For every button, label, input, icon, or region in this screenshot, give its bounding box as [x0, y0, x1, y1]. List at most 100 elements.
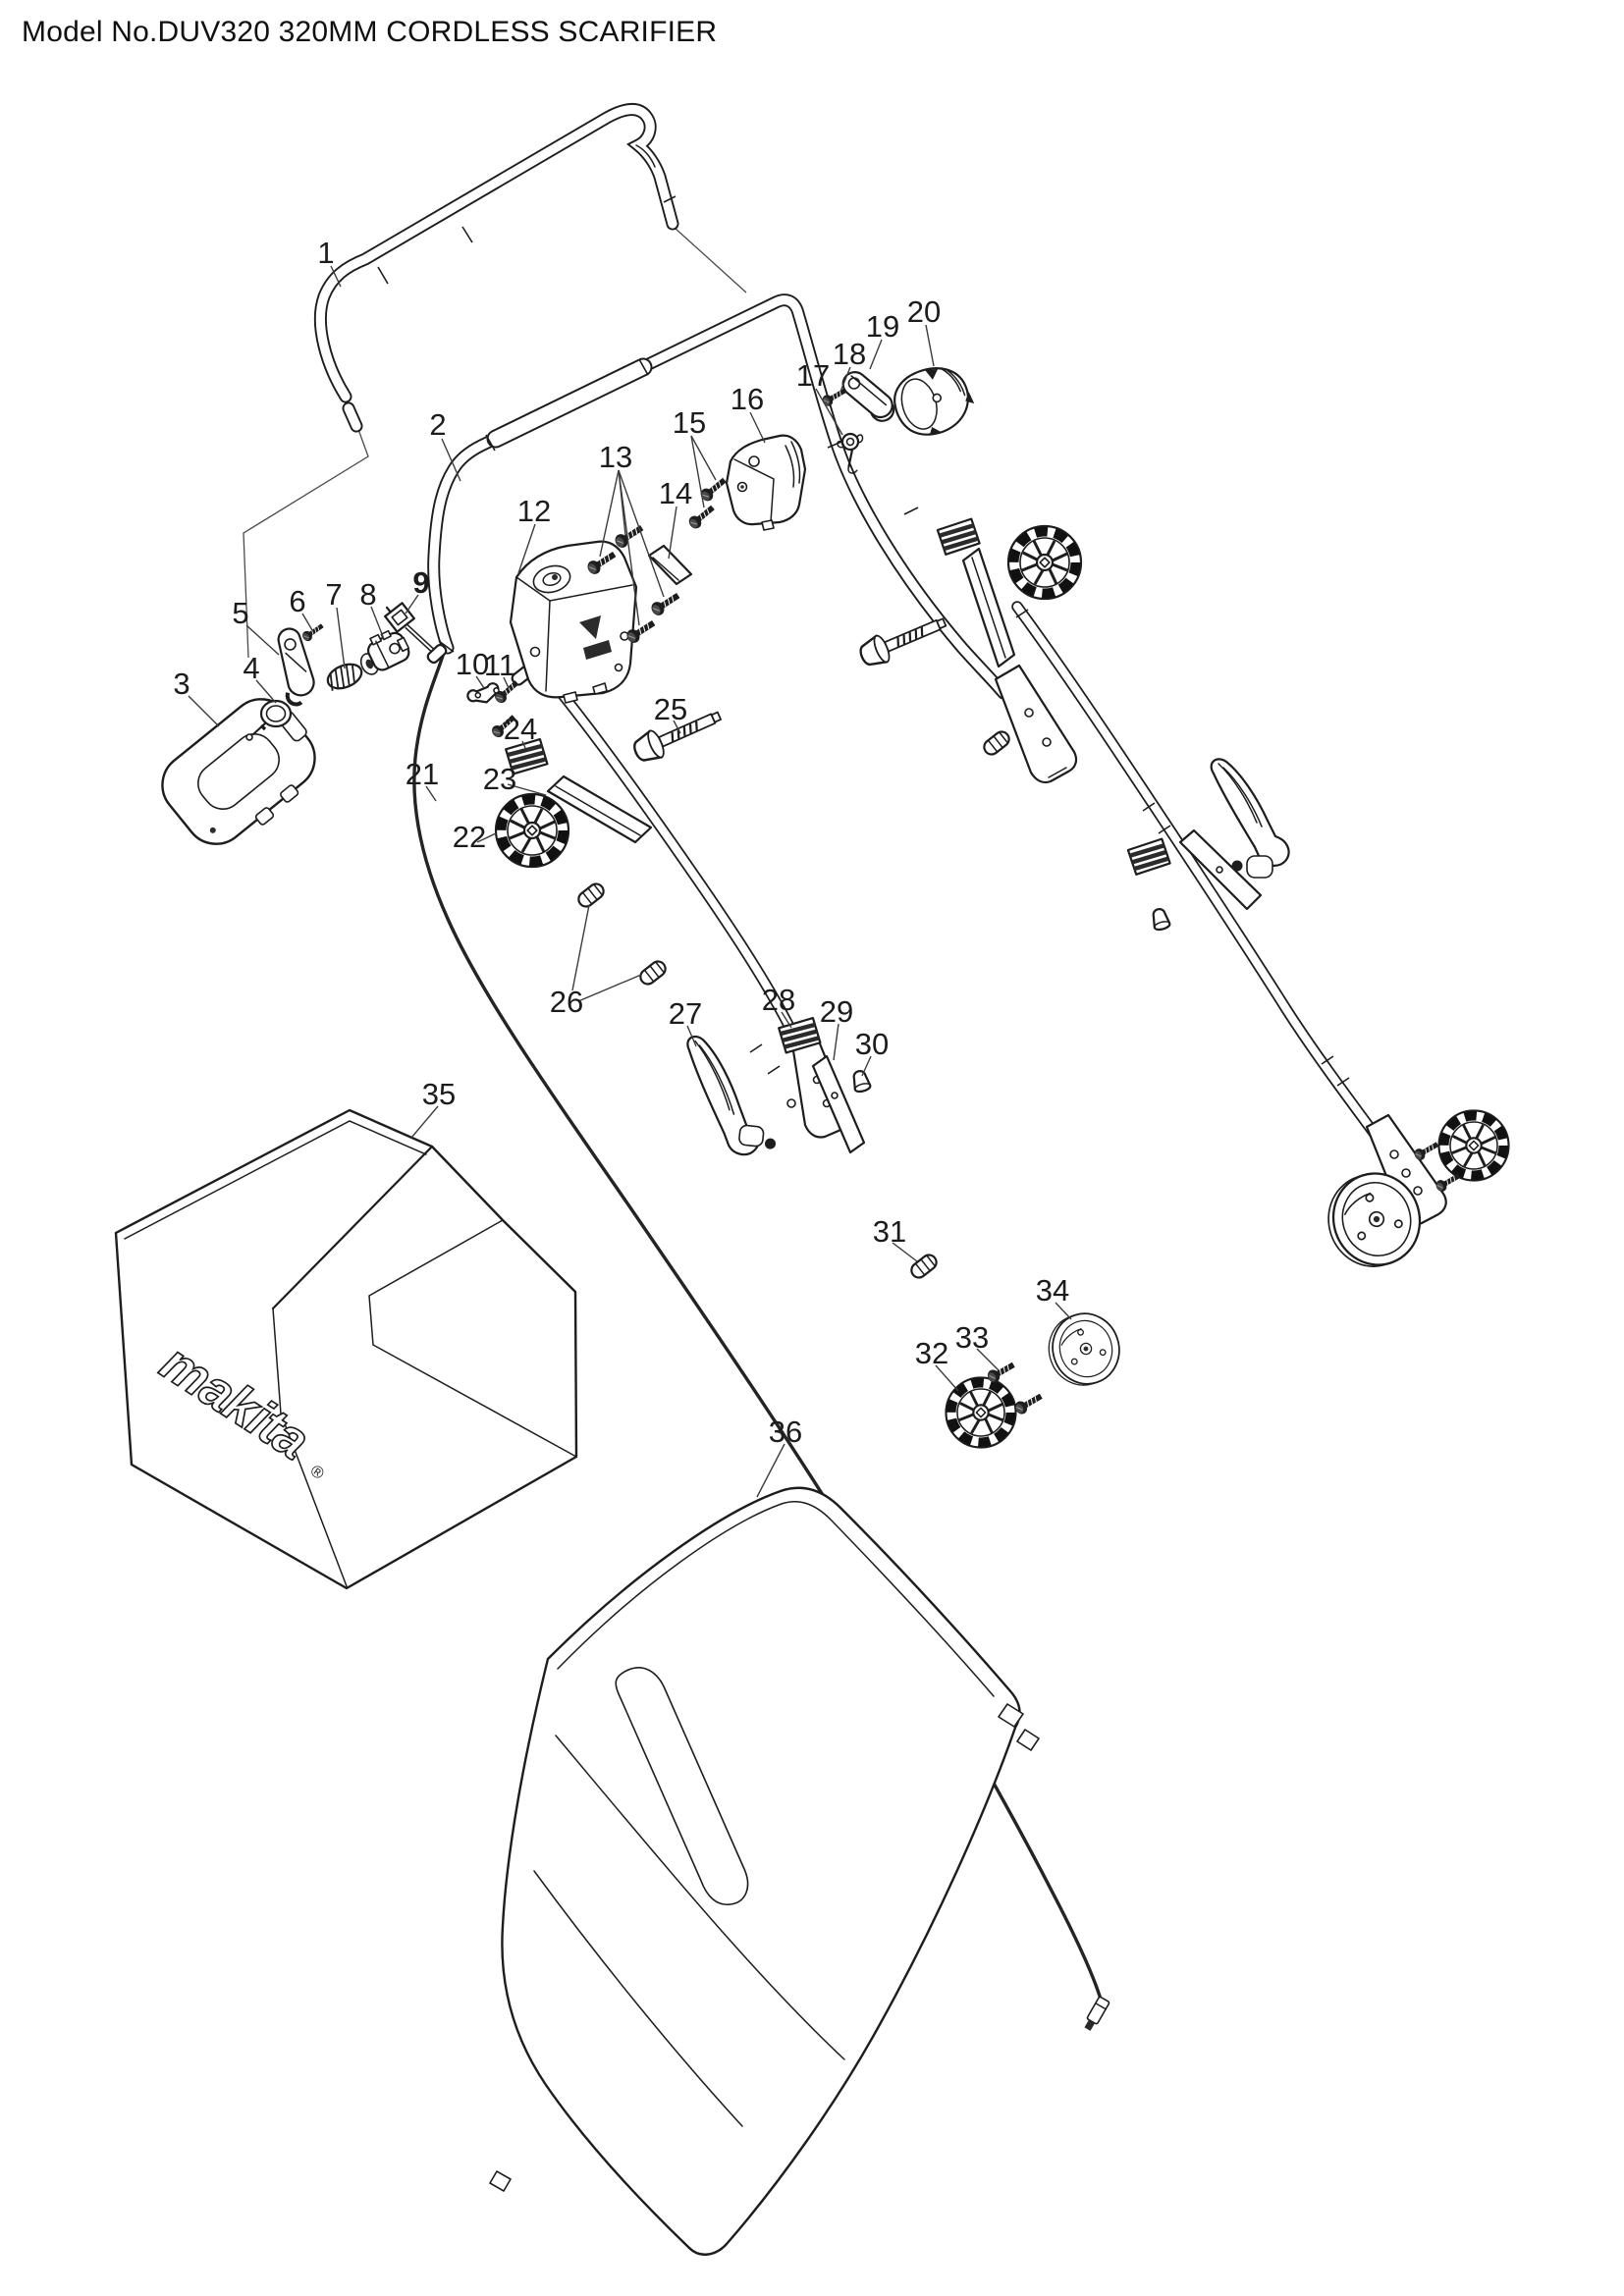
part-6-screw — [299, 620, 326, 644]
part-label-6: 6 — [289, 584, 305, 618]
leader-line-13 — [599, 469, 620, 558]
part-35-grass-bag: makita ® — [114, 1108, 578, 1590]
leader-line-6 — [301, 613, 313, 631]
part-label-10: 10 — [456, 647, 489, 681]
part-label-31: 31 — [873, 1214, 906, 1249]
part-label-21: 21 — [406, 757, 439, 791]
part-label-15: 15 — [673, 405, 706, 440]
part-12-switch-housing — [509, 540, 638, 704]
part-14-plate — [647, 544, 693, 586]
part-label-9: 9 — [412, 565, 429, 600]
part-8-cam-housing — [359, 629, 410, 675]
part-label-27: 27 — [669, 996, 702, 1031]
leader-line-32 — [935, 1364, 959, 1392]
part-23-plate — [546, 774, 653, 844]
part-label-34: 34 — [1036, 1273, 1069, 1308]
leader-line-8 — [370, 606, 385, 640]
leader-line-1 — [330, 265, 342, 288]
part-label-23: 23 — [483, 762, 516, 796]
leader-line-9 — [405, 594, 419, 614]
part-label-18: 18 — [833, 337, 866, 371]
leader-line-27 — [686, 1025, 697, 1047]
leader-line-15 — [690, 435, 705, 508]
part-label-12: 12 — [517, 494, 551, 528]
part-label-1: 1 — [317, 236, 334, 270]
leader-line-26 — [577, 974, 642, 1002]
part-label-8: 8 — [359, 577, 376, 612]
part-22-knob-wheel — [496, 794, 568, 867]
part-label-30: 30 — [855, 1027, 889, 1061]
part-31-clip — [907, 1251, 941, 1282]
part-label-5: 5 — [232, 596, 248, 630]
leader-line-16 — [749, 411, 766, 444]
leader-line-26 — [571, 904, 590, 991]
leader-line-33 — [976, 1348, 1000, 1371]
part-label-24: 24 — [504, 712, 537, 746]
part-10-cable-clamp — [466, 682, 500, 704]
part-label-33: 33 — [955, 1320, 989, 1355]
part-label-22: 22 — [453, 820, 486, 854]
leader-line-14 — [668, 506, 677, 560]
part-label-19: 19 — [866, 309, 899, 344]
part-label-4: 4 — [243, 651, 259, 685]
part-label-13: 13 — [599, 440, 632, 474]
part-1-upper-handle — [313, 103, 679, 433]
leader-line-29 — [833, 1023, 839, 1061]
part-15-screws — [685, 474, 730, 532]
part-34-wheel-disc — [1039, 1304, 1129, 1395]
part-label-17: 17 — [796, 358, 830, 393]
leader-line-25 — [673, 720, 681, 734]
part-label-29: 29 — [820, 994, 853, 1029]
page-title: Model No.DUV320 320MM CORDLESS SCARIFIER — [22, 16, 718, 48]
part-9-cable-rod — [384, 602, 448, 665]
leader-line-22 — [476, 832, 497, 843]
part-label-11: 11 — [484, 648, 515, 682]
part-label-28: 28 — [762, 983, 795, 1017]
part-label-32: 32 — [915, 1336, 948, 1370]
leader-line-18 — [839, 366, 851, 393]
part-26-clips — [574, 880, 670, 988]
part-17-clip — [837, 432, 864, 474]
part-label-26: 26 — [550, 985, 583, 1019]
leader-line-10 — [475, 675, 485, 689]
leader-line-11 — [503, 676, 510, 689]
leader-line-35 — [410, 1105, 439, 1139]
right-assembly — [855, 518, 1508, 1279]
part-label-36: 36 — [769, 1415, 802, 1449]
part-36-cover — [489, 1486, 1040, 2256]
part-29-plate — [811, 1054, 866, 1154]
leader-line-13 — [618, 469, 665, 598]
leader-line-4 — [255, 679, 277, 704]
leader-line-30 — [861, 1055, 872, 1077]
part-7-spring — [326, 663, 363, 691]
leader-line-34 — [1055, 1302, 1072, 1320]
part-20-cam-knob — [893, 367, 975, 437]
leader-line-12 — [517, 523, 536, 574]
part-label-20: 20 — [907, 294, 941, 329]
leader-line-24 — [521, 740, 526, 749]
part-27-adjust-lever — [686, 1035, 777, 1156]
leader-line-28 — [781, 1011, 792, 1029]
part-5-lock-lever — [277, 627, 315, 707]
part-4-clamp-ring — [245, 699, 293, 741]
leader-line-3 — [188, 695, 220, 727]
part-label-3: 3 — [173, 667, 189, 701]
leader-line-21 — [425, 785, 437, 802]
leader-line-36 — [756, 1443, 785, 1498]
leader-line-19 — [869, 339, 883, 370]
leader-line-20 — [925, 324, 935, 367]
leader-line-7 — [336, 607, 346, 669]
part-2-lower-handle — [427, 294, 1078, 784]
part-label-7: 7 — [325, 577, 342, 612]
leader-line-15 — [690, 435, 717, 481]
part-label-35: 35 — [422, 1077, 456, 1111]
part-label-16: 16 — [731, 382, 764, 416]
leader-line-13 — [618, 469, 640, 626]
leader-line-31 — [892, 1242, 918, 1262]
part-16-switch-cover — [725, 434, 807, 531]
leader-line-2 — [441, 438, 461, 482]
leader-line-23 — [507, 783, 547, 796]
